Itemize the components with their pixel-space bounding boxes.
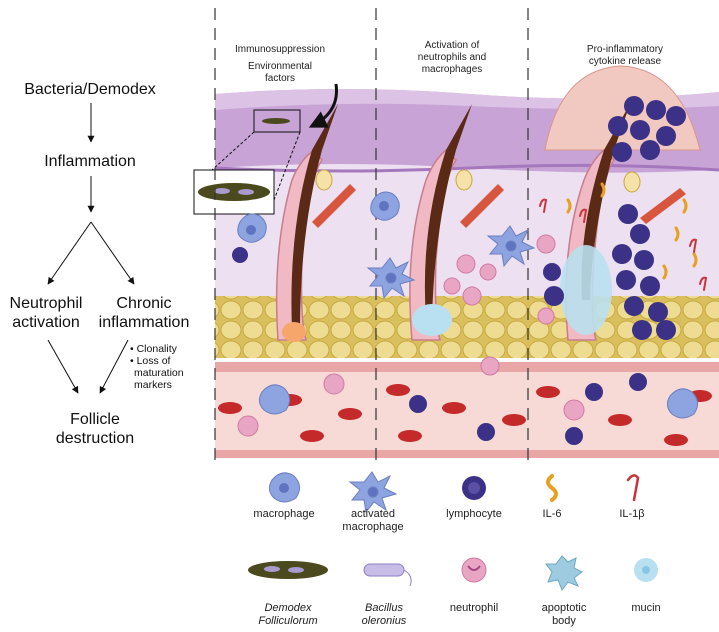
- tissue-neutrophils: [237, 234, 585, 437]
- legend-label-lymphocyte-text: lymphocyte: [446, 508, 502, 520]
- tissue-il6: [566, 182, 698, 280]
- legend-label-bacillus-line2: oleronius: [361, 615, 407, 627]
- flow-step-inflammation-text: Inflammation: [44, 153, 136, 170]
- arrector-pili-muscles: [312, 184, 686, 228]
- flow-outcome-line1: Follicle: [70, 411, 120, 428]
- flow-branch-chronic-line2: inflammation: [98, 314, 190, 331]
- panel2-label-line1: Activation of: [424, 40, 480, 51]
- hair-shaft-1: [291, 104, 338, 330]
- demodex-inset: [193, 109, 301, 215]
- legend-label-apoptotic-line2: body: [552, 615, 576, 627]
- legend-label-bacillus-line1: Bacillus: [365, 602, 403, 614]
- legend-label-demodex-line1: Demodex: [264, 602, 312, 614]
- legend-label-lymphocyte: lymphocyte: [419, 508, 529, 521]
- flow-branch-chronic-line1: Chronic: [116, 295, 172, 312]
- flow-outcome-line2: destruction: [55, 430, 135, 447]
- legend-label-neutrophil: neutrophil: [419, 602, 529, 615]
- legend-il1b-icon: [626, 474, 640, 502]
- flow-branch-neutrophil-line2: activation: [12, 314, 80, 331]
- flowchart-arrows: [47, 103, 135, 394]
- panel1-label-environmental: Environmental factors: [222, 61, 338, 85]
- vessel-wall-bottom: [215, 450, 719, 458]
- arrow-split-to-neutrophil: [47, 221, 92, 285]
- legend-row-2-icons: [248, 555, 658, 592]
- legend-lymphocyte-icon: [462, 476, 486, 500]
- mucin-cluster-2: [412, 304, 452, 336]
- legend-label-bacillus: Bacillus oleronius: [329, 602, 439, 628]
- legend-demodex-icon: [248, 561, 328, 579]
- legend-label-apoptotic-body: apoptotic body: [509, 602, 619, 628]
- legend-label-macrophage: macrophage: [229, 508, 339, 521]
- vessel-macrophages: [258, 384, 698, 419]
- flow-branch-chronic: Chronic inflammation: [98, 294, 190, 332]
- legend-label-apoptotic-line1: apoptotic: [541, 602, 587, 614]
- panel3-label-line2: cytokine release: [588, 56, 662, 67]
- legend-il6-icon: [546, 474, 558, 502]
- inset-small-box: [253, 109, 301, 133]
- panel3-label: Pro-inflammatory cytokine release: [560, 44, 690, 68]
- tissue-activated-macrophage: [366, 225, 536, 300]
- legend-apoptotic-body-icon: [545, 555, 583, 592]
- flow-branch-neutrophil: Neutrophil activation: [0, 294, 92, 332]
- hair-follicle-1: [275, 104, 338, 342]
- panel1-label-environmental-line2: factors: [264, 73, 295, 84]
- legend-mucin-icon: [634, 558, 658, 582]
- legend-label-activated-line2: macrophage: [342, 521, 404, 533]
- arrow-split-to-chronic: [90, 221, 135, 285]
- mucin-cluster-3: [560, 245, 612, 335]
- legend-label-demodex-line2: Folliculorum: [258, 615, 318, 627]
- tissue-macrophage-2: [237, 213, 267, 243]
- arrow-neutrophil-to-destruction: [47, 339, 79, 394]
- legend-label-il1b-text: IL-1β: [619, 508, 645, 520]
- legend-activated-macrophage-icon: [348, 471, 398, 514]
- hair-follicle-3: [560, 104, 630, 341]
- tissue-il1b: [539, 198, 708, 291]
- legend-label-il6: IL-6: [497, 508, 607, 521]
- panel1-label-immunosuppression: Immunosuppression: [222, 44, 338, 56]
- legend-label-mucin-text: mucin: [631, 602, 661, 614]
- legend-row-1-icons: [268, 471, 640, 514]
- vessel-red-blood-cells: [218, 384, 712, 446]
- panel3-label-line1: Pro-inflammatory: [586, 44, 664, 55]
- note-loss-of: • Loss of: [130, 355, 171, 367]
- legend-label-macrophage-text: macrophage: [253, 508, 315, 520]
- legend-macrophage-icon: [268, 472, 300, 503]
- legend-label-neutrophil-text: neutrophil: [449, 602, 499, 614]
- note-clonality: • Clonality: [130, 343, 177, 355]
- panel2-label-line2: neutrophils and: [417, 52, 487, 63]
- flow-step-inflammation: Inflammation: [10, 152, 170, 171]
- flow-outcome-follicle-destruction: Follicle destruction: [30, 410, 160, 448]
- panel1-label-environmental-line1: Environmental: [248, 61, 312, 72]
- tissue-lymphocytes: [232, 96, 686, 445]
- vessel-wall-top: [215, 362, 719, 372]
- legend-label-mucin: mucin: [591, 602, 701, 615]
- legend-label-il1b: IL-1β: [577, 508, 687, 521]
- hair-shaft-2: [424, 104, 472, 320]
- panel2-label-line3: macrophages: [421, 64, 483, 75]
- epidermis-basal-edge: [214, 163, 719, 173]
- sebaceous-glands: [315, 169, 641, 193]
- panel1-label-immunosuppression-text: Immunosuppression: [234, 44, 326, 55]
- flow-step-bacteria-text: Bacteria/Demodex: [24, 81, 156, 98]
- legend-neutrophil-icon: [461, 557, 487, 583]
- note-maturation: maturation: [134, 367, 184, 379]
- legend-bacillus-icon: [363, 563, 412, 587]
- flow-step-bacteria: Bacteria/Demodex: [10, 80, 170, 99]
- legend-label-demodex: Demodex Folliculorum: [233, 602, 343, 628]
- legend-label-il6-text: IL-6: [542, 508, 562, 520]
- legend-label-activated-line1: activated: [350, 508, 396, 520]
- tissue-macrophage: [370, 191, 400, 221]
- flow-branch-neutrophil-line1: Neutrophil: [9, 295, 83, 312]
- note-markers: markers: [134, 379, 172, 391]
- legend-label-activated-macrophage: activated macrophage: [318, 508, 428, 534]
- immunosuppression-arrow: [308, 83, 338, 128]
- arrow-chronic-to-destruction: [99, 339, 129, 394]
- hair-follicle-2: [409, 104, 472, 341]
- panel2-label: Activation of neutrophils and macrophage…: [392, 40, 512, 76]
- panel-dividers: [214, 8, 529, 460]
- chronic-inflammation-notes: • Clonality • Loss of maturation markers: [130, 343, 184, 391]
